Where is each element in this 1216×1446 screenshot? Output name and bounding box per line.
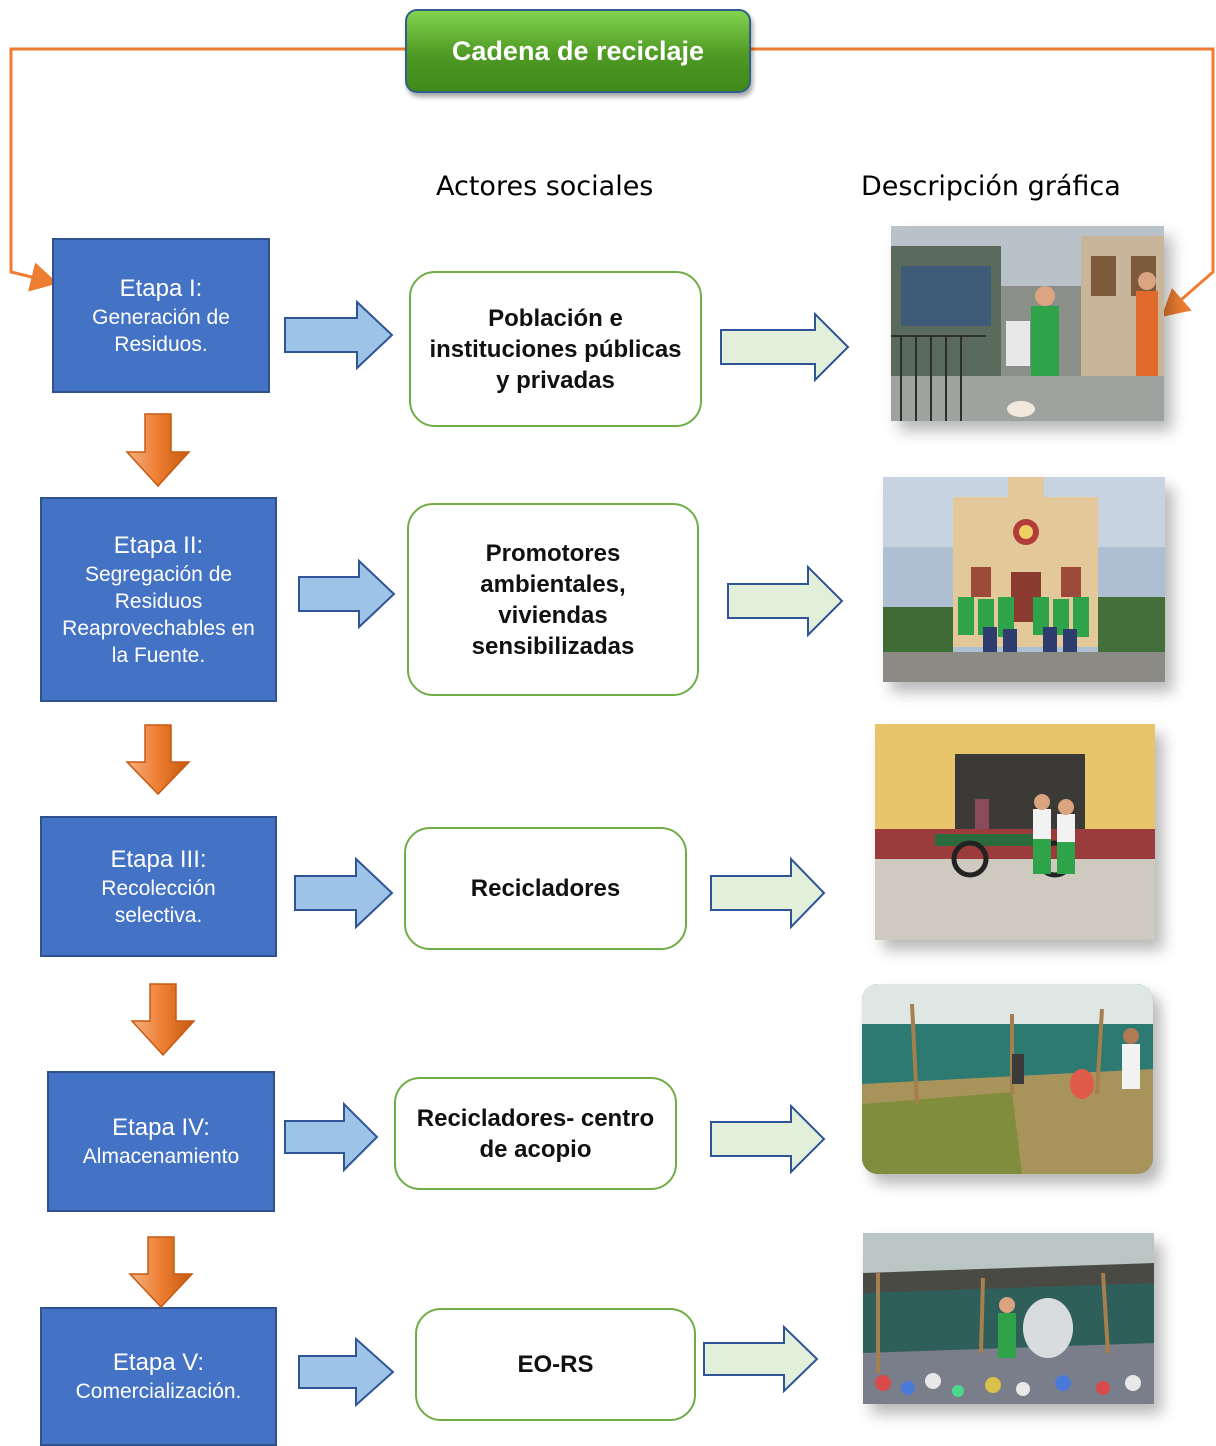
blue-arrow-2 bbox=[298, 558, 396, 630]
actor-2-box: Promotores ambientales, viviendas sensib… bbox=[407, 503, 699, 696]
stage-3-box: Etapa III: Recolección selectiva. bbox=[40, 816, 277, 957]
blue-arrow-4 bbox=[284, 1101, 379, 1173]
stage-5-box: Etapa V: Comercialización. bbox=[40, 1307, 277, 1446]
stage-4-box: Etapa IV: Almacenamiento bbox=[47, 1071, 275, 1212]
green-arrow-1 bbox=[720, 311, 850, 383]
down-arrow-2 bbox=[125, 724, 191, 796]
blue-arrow-1 bbox=[284, 299, 394, 371]
left-connector bbox=[9, 47, 405, 292]
green-arrow-2 bbox=[727, 564, 844, 638]
green-arrow-5 bbox=[703, 1324, 819, 1394]
photo-sorted-materials bbox=[863, 1233, 1154, 1404]
actor-1-label: Población e instituciones públicas y pri… bbox=[429, 304, 682, 394]
blue-arrow-5 bbox=[298, 1336, 395, 1408]
stage-1-box: Etapa I: Generación de Residuos. bbox=[52, 238, 270, 393]
down-arrow-4 bbox=[128, 1236, 194, 1309]
stage-4-title: Etapa IV: bbox=[112, 1114, 210, 1141]
photo-tricycle-collectors bbox=[875, 724, 1155, 940]
stage-5-desc: Comercialización. bbox=[75, 1380, 242, 1403]
green-arrow-4 bbox=[710, 1103, 826, 1175]
photo-street-collection bbox=[891, 226, 1164, 421]
actor-4-label: Recicladores- centro de acopio bbox=[416, 1104, 655, 1163]
stage-2-title: Etapa II: bbox=[113, 531, 204, 559]
actor-5-label: EO-RS bbox=[517, 1351, 594, 1378]
stage-1-desc: Generación de Residuos. bbox=[92, 305, 230, 356]
photo-church-group bbox=[883, 477, 1165, 682]
stage-2-desc: Segregación de Residuos Reaprovechables … bbox=[62, 562, 255, 667]
stage-5-title: Etapa V: bbox=[112, 1349, 205, 1376]
stage-4-desc: Almacenamiento bbox=[82, 1145, 240, 1168]
green-arrow-3 bbox=[710, 856, 826, 930]
graphic-header: Descripción gráfica bbox=[861, 171, 1121, 202]
blue-arrow-3 bbox=[294, 856, 394, 930]
right-connector bbox=[747, 47, 1215, 317]
actor-2-label: Promotores ambientales, viviendas sensib… bbox=[471, 539, 635, 660]
stage-1-title: Etapa I: bbox=[119, 274, 203, 302]
down-arrow-1 bbox=[125, 413, 191, 488]
down-arrow-3 bbox=[130, 983, 196, 1057]
actor-4-box: Recicladores- centro de acopio bbox=[394, 1077, 677, 1190]
stage-3-desc: Recolección selectiva. bbox=[101, 876, 216, 927]
chain-title: Cadena de reciclaje bbox=[405, 9, 751, 93]
stage-2-box: Etapa II: Segregación de Residuos Reapro… bbox=[40, 497, 277, 702]
actor-3-box: Recicladores bbox=[404, 827, 687, 950]
actor-5-box: EO-RS bbox=[415, 1308, 696, 1421]
actors-header: Actores sociales bbox=[436, 171, 654, 202]
actor-3-label: Recicladores bbox=[470, 875, 621, 902]
stage-3-title: Etapa III: bbox=[110, 845, 207, 873]
actor-1-box: Población e instituciones públicas y pri… bbox=[409, 271, 702, 427]
photo-collection-center bbox=[862, 984, 1153, 1174]
